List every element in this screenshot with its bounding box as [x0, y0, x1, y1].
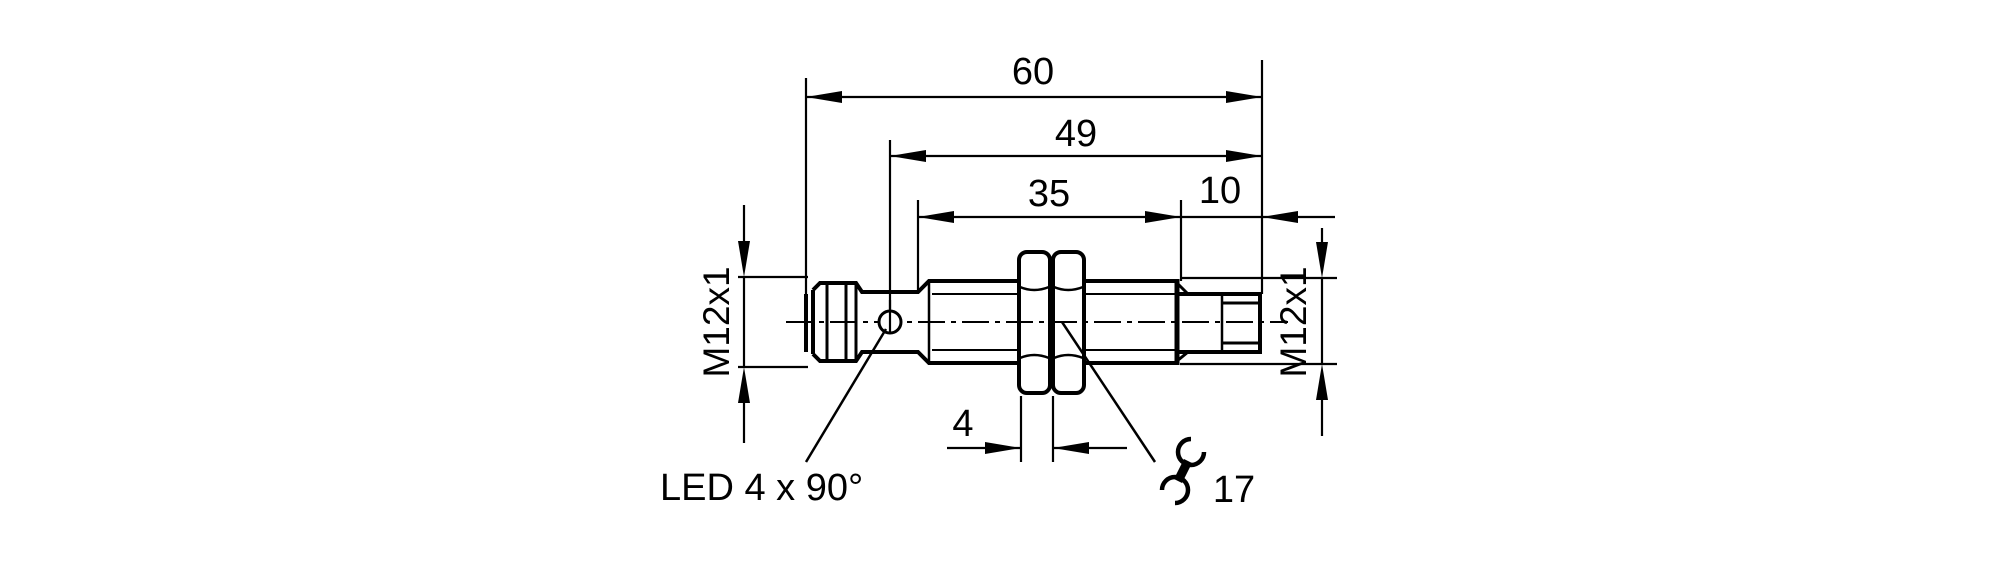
tip-chamfer-diagonals	[1175, 281, 1190, 363]
wrench-icon	[1159, 436, 1207, 506]
wrench-shaft	[1173, 458, 1193, 484]
dimension-60: 60	[806, 51, 1262, 103]
thread-callout-right: M12x1	[1180, 228, 1337, 436]
dim-49-label: 49	[1055, 113, 1097, 155]
thread-right-label: M12x1	[1273, 266, 1314, 377]
arrowhead-up-icon	[738, 367, 750, 403]
wrench-jaw-top	[1175, 436, 1207, 468]
arrowhead-inward-icon	[1262, 211, 1298, 223]
thread-left-label: M12x1	[696, 266, 737, 377]
arrowhead-right-icon	[1226, 150, 1262, 162]
dim-10-label: 10	[1199, 170, 1241, 212]
arrowhead-down-icon	[738, 241, 750, 277]
wrench-size-label: 17	[1213, 469, 1255, 511]
wrench-callout: 17	[1060, 321, 1255, 511]
tip-inner-lines	[1222, 301, 1260, 345]
dimension-4: 4	[947, 403, 1127, 454]
dim-4-label: 4	[952, 403, 973, 445]
arrowhead-left-icon	[1053, 442, 1089, 454]
arrowhead-left-icon	[806, 91, 842, 103]
arrowhead-right-icon	[1145, 211, 1181, 223]
arrowhead-up-icon	[1316, 364, 1328, 400]
led-label: LED 4 x 90°	[660, 467, 863, 509]
arrowhead-right-icon	[1226, 91, 1262, 103]
dimension-35-10: 35 10	[918, 170, 1335, 223]
arrowhead-left-icon	[918, 211, 954, 223]
led-leader-line	[804, 328, 888, 463]
tick-lines-m12-left	[738, 275, 808, 369]
dim-60-label: 60	[1012, 51, 1054, 93]
arrowhead-down-icon	[1316, 242, 1328, 278]
arrowhead-left-icon	[890, 150, 926, 162]
thread-callout-left: M12x1	[696, 205, 808, 443]
dimension-49: 49	[890, 113, 1262, 162]
tick-lines-m12-right	[1180, 276, 1337, 366]
wrench-jaw-bottom	[1159, 474, 1191, 506]
body-top-profile	[811, 279, 1177, 294]
led-indicator: LED 4 x 90°	[660, 300, 903, 509]
wrench-leader-line	[1060, 321, 1157, 463]
nut-chamfer-arcs	[1019, 285, 1084, 360]
arrowhead-right-icon	[985, 442, 1021, 454]
dim-35-label: 35	[1028, 173, 1070, 215]
extension-lines	[804, 60, 1264, 462]
